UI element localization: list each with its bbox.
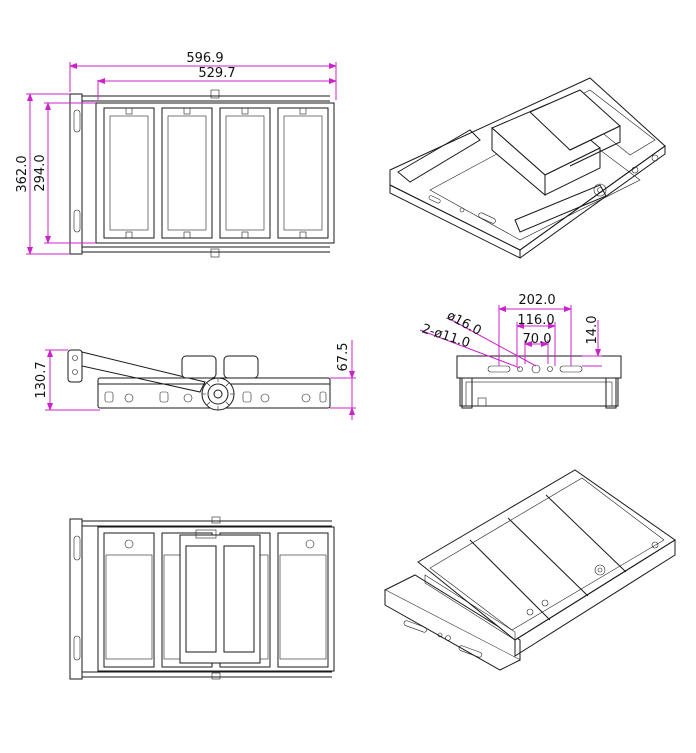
led-module-4 (277, 107, 329, 239)
rear-view (69, 516, 335, 680)
dim-inner-height: 294.0 (33, 154, 48, 191)
bracket-end-view: 202.0 116.0 70.0 14.0 ø16.0 2-ø11.0 (419, 293, 622, 409)
leader-large-hole (447, 317, 537, 367)
dim-bracket-offset: 14.0 (585, 316, 600, 345)
heatsink-4 (277, 532, 329, 668)
heatsink-1 (103, 532, 155, 668)
bracket-left-arm (69, 93, 83, 255)
led-module-2 (161, 107, 213, 239)
dim-side-depth: 67.5 (336, 343, 351, 372)
isometric-top-view (389, 77, 666, 259)
dim-overall-height: 362.0 (15, 155, 30, 192)
dim-hole-spacing-mid: 116.0 (517, 313, 554, 328)
side-view: 130.7 67.5 (34, 340, 356, 420)
dim-overall-width: 596.9 (186, 51, 223, 66)
dim-hole-spacing-inner: 70.0 (523, 332, 552, 347)
front-view: 596.9 529.7 362.0 294.0 (15, 51, 337, 258)
dim-inner-width: 529.7 (198, 66, 235, 81)
isometric-front-view (383, 469, 676, 671)
leader-small-holes (419, 329, 521, 369)
led-module-3 (219, 107, 271, 239)
dim-hole-spacing-outer: 202.0 (518, 293, 555, 308)
bracket-slot-top (73, 109, 81, 133)
led-module-1 (103, 107, 155, 239)
bracket-slot-bottom (73, 209, 81, 233)
dim-side-height: 130.7 (34, 361, 49, 398)
